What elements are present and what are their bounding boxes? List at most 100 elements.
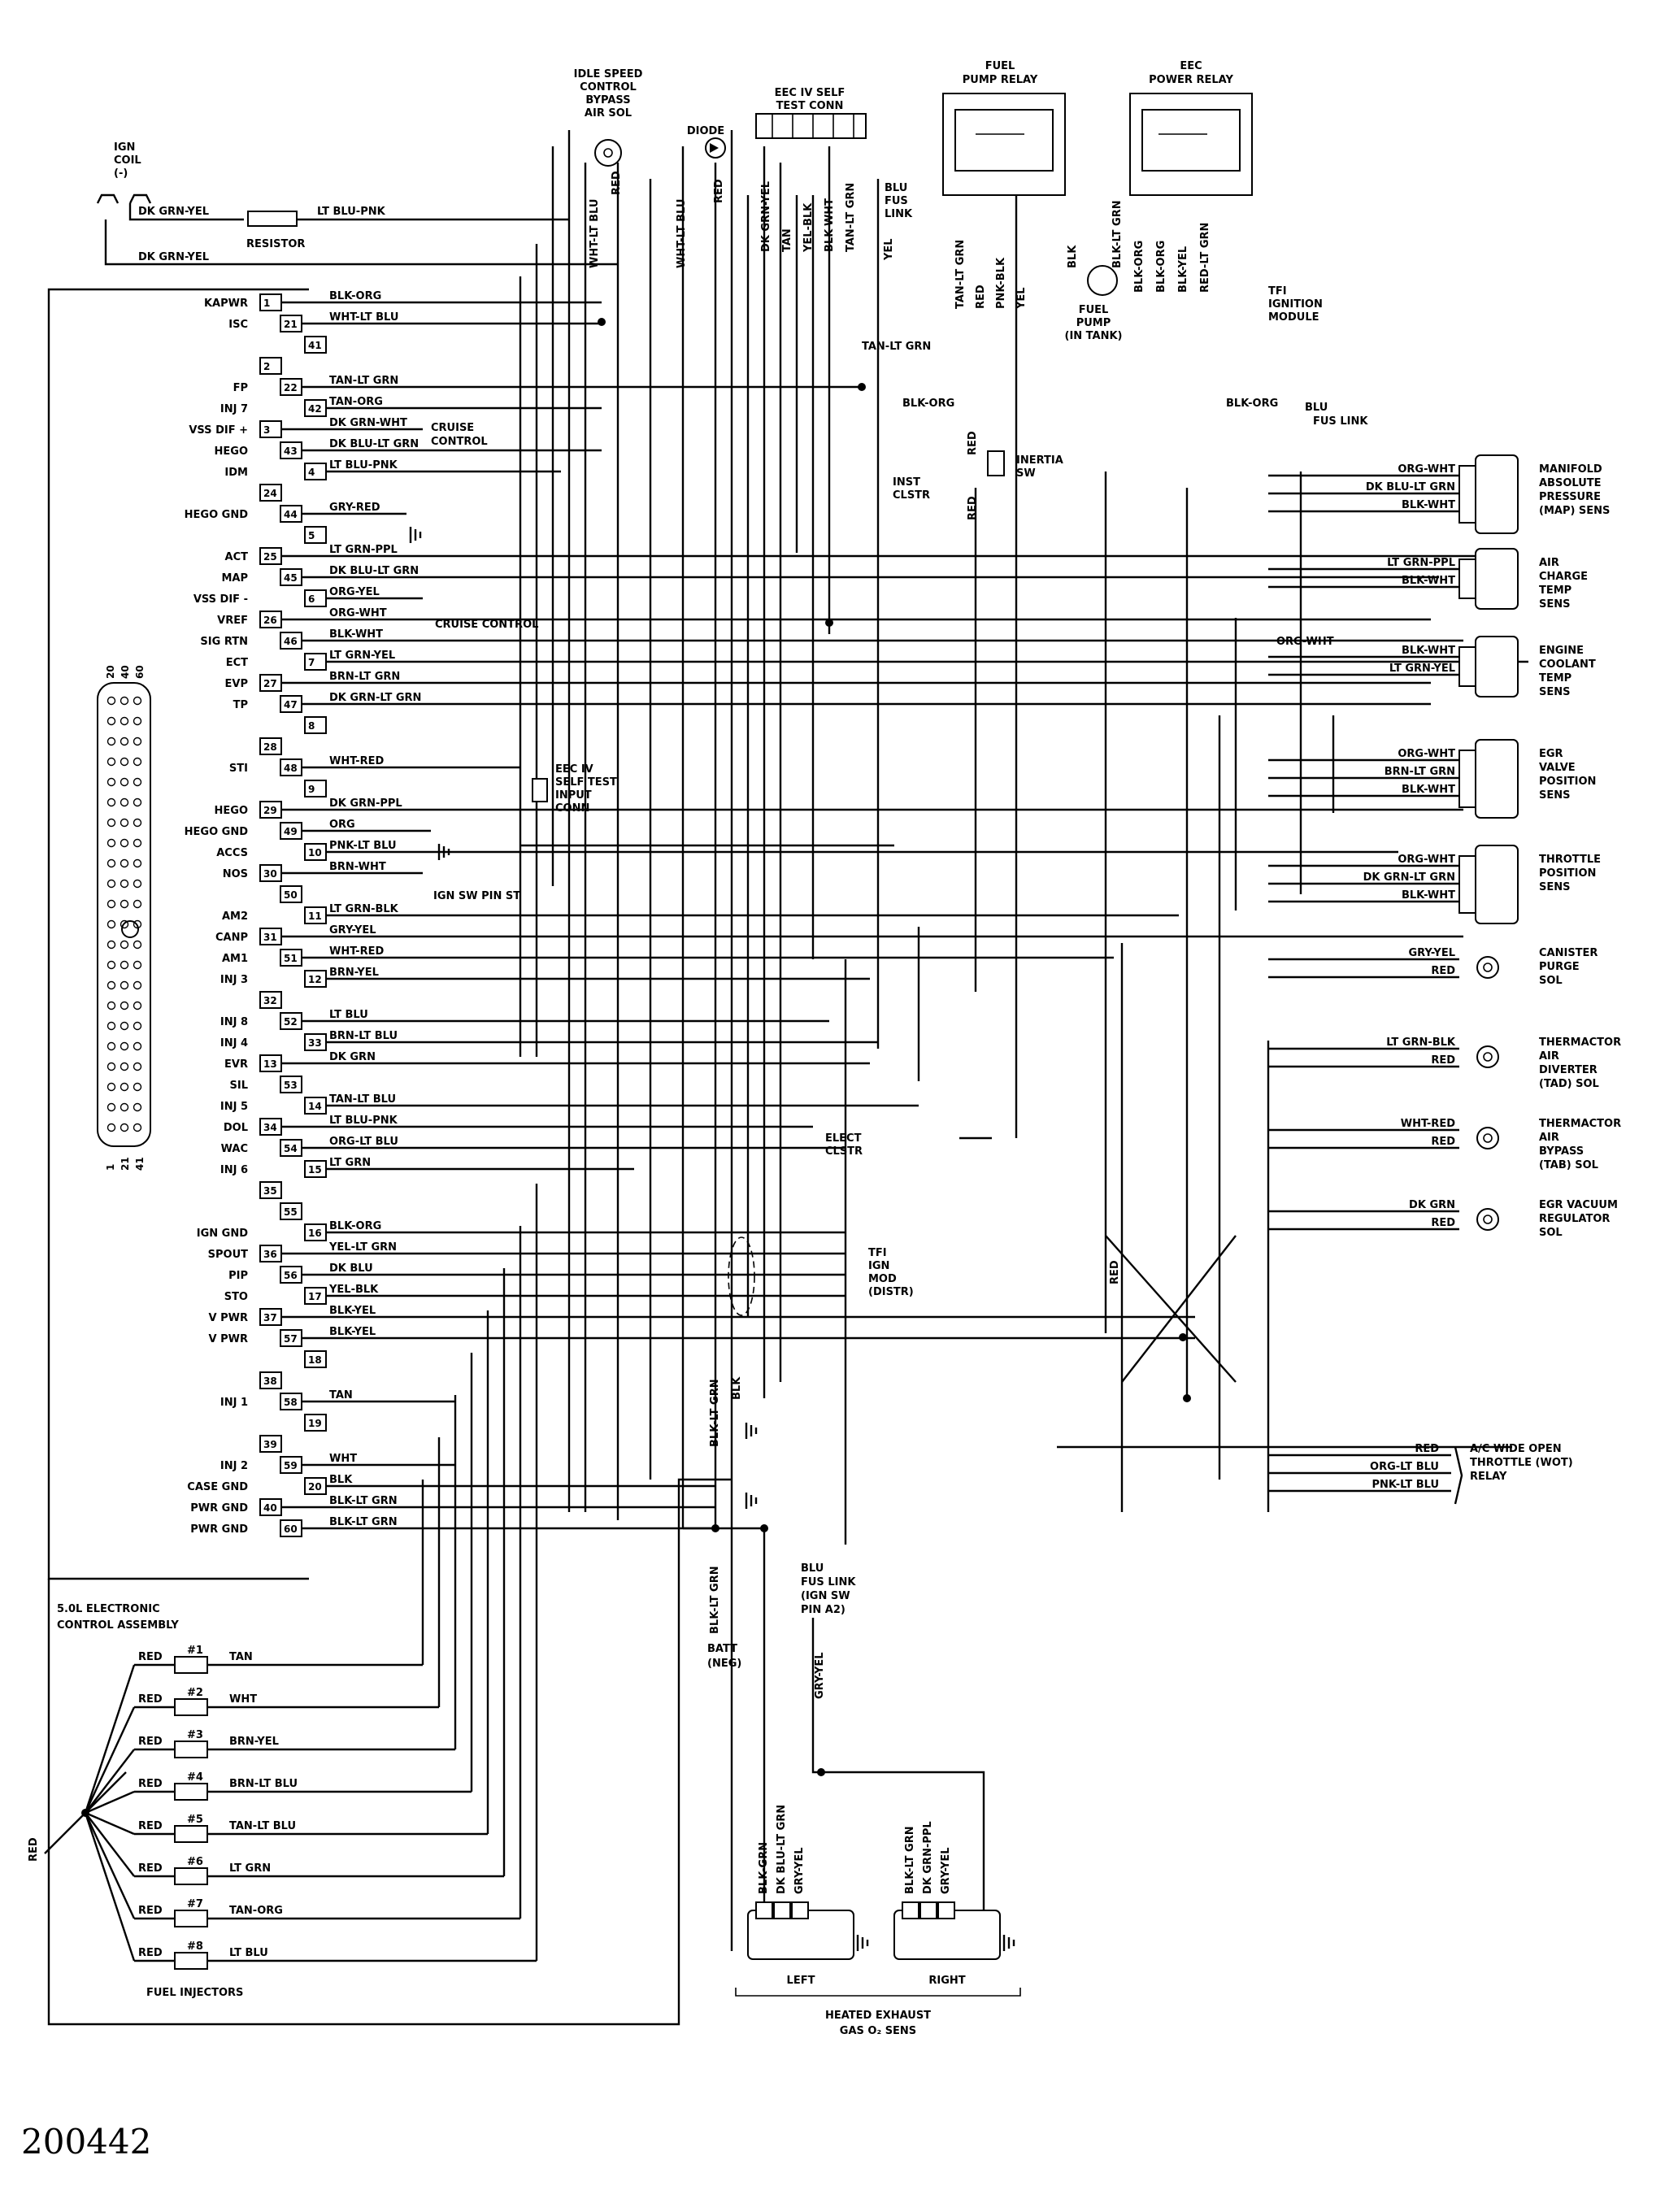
fuel-pump-label: (IN TANK)	[1065, 330, 1123, 342]
connector-pin-number: 1	[105, 1164, 116, 1171]
fuel-pump-relay-coil	[954, 109, 1054, 172]
ego-sensor-title: HEATED EXHAUST	[825, 2010, 931, 2022]
connector-pin-hole	[107, 980, 116, 990]
sensor-wire-label: RED	[1431, 1136, 1455, 1148]
connector-pin-hole	[120, 737, 129, 746]
solenoid-symbol	[1476, 1127, 1499, 1149]
connector-pin-hole	[120, 1102, 129, 1112]
connector-pin-hole	[107, 716, 116, 726]
injector-number: #8	[187, 1940, 203, 1953]
injector-in-label: RED	[138, 1778, 163, 1790]
connector-pin-hole	[107, 777, 116, 787]
splice-dot	[598, 318, 606, 326]
connector-pin-hole	[120, 818, 129, 828]
ecu-pin-wire-label: DK GRN-PPL	[329, 797, 402, 810]
ecu-pin-number: 58	[284, 1397, 298, 1408]
connector-pin-hole	[120, 1062, 129, 1071]
ecu-pin-box	[280, 885, 302, 903]
ecu-pin-label: SIL	[230, 1080, 248, 1092]
ecu-pin-number: 53	[284, 1080, 298, 1091]
fuel-injector: RED#6LT GRN	[85, 1268, 506, 1885]
ecu-pin-number: 41	[308, 340, 322, 351]
ecu-pin-label: HEGO GND	[185, 826, 249, 838]
sensor-name: COOLANT	[1539, 658, 1596, 671]
sensor-name: AIR	[1539, 1050, 1559, 1063]
fuel-pump-relay-title: FUEL	[985, 60, 1015, 72]
ground-symbol	[745, 1423, 758, 1439]
ecu-pin-number: 15	[308, 1164, 322, 1176]
sensor-wire-label: BLK-WHT	[1402, 889, 1455, 902]
solenoid-symbol	[1476, 1045, 1499, 1068]
ecu-pin-label: INJ 8	[220, 1016, 248, 1028]
ecu-pin-number: 30	[263, 868, 277, 880]
sensor-name: TEMP	[1539, 585, 1571, 597]
ecu-pin-wire-label: TAN-LT BLU	[329, 1093, 396, 1106]
ecu-pin-box	[259, 1435, 282, 1453]
ecu-connector-face	[97, 682, 151, 1147]
ecu-pin-number: 60	[284, 1523, 298, 1535]
connector-pin-hole	[133, 757, 142, 767]
ecu-pin-label: V PWR	[209, 1312, 248, 1324]
ecu-pin-row: VSS DIF +3DK GRN-WHT	[189, 417, 423, 438]
sensor-wire-label: BRN-LT GRN	[1385, 766, 1455, 778]
ground-symbol	[409, 527, 422, 543]
ecu-pin-wire-label: TAN-ORG	[329, 396, 383, 408]
ego-sensor-wire-label: GRY-YEL	[940, 1847, 952, 1894]
ecu-pin-row: 24	[259, 484, 282, 502]
ecu-pin-label: INJ 2	[220, 1460, 248, 1472]
ecu-pin-number: 45	[284, 572, 298, 584]
ecu-pin-wire-label: ORG-LT BLU	[329, 1136, 398, 1148]
diode-label: DIODE	[687, 125, 724, 137]
connector-pin-hole	[107, 940, 116, 950]
ecu-pin-box	[259, 991, 282, 1009]
connector-pin-number: 60	[134, 665, 146, 679]
sensor-wire-label: WHT-RED	[1401, 1118, 1455, 1130]
ecu-pin-number: 27	[263, 678, 277, 689]
injector-in-label: RED	[138, 1905, 163, 1917]
ecu-pin-box	[259, 1371, 282, 1389]
sensor-name: DIVERTER	[1539, 1064, 1598, 1076]
ecu-pin-number: 20	[308, 1481, 322, 1493]
sensor-housing	[1475, 636, 1519, 697]
self-test-input-label: EEC IV	[555, 763, 593, 776]
blu-fus-link-label: FUS	[885, 195, 908, 207]
fuel-pump-relay-wire-label: PNK-BLK	[995, 257, 1007, 309]
ecu-pin-label: STI	[229, 763, 248, 775]
ecu-pin-number: 57	[284, 1333, 298, 1345]
ecu-pin-number: 37	[263, 1312, 277, 1323]
ecu-pin-wire-label: BLK-ORG	[329, 1220, 381, 1232]
injector-body	[174, 1825, 208, 1843]
connector-pin-hole	[107, 818, 116, 828]
ecu-pin-number: 55	[284, 1206, 298, 1218]
connector-pin-number: 20	[105, 665, 116, 679]
ecu-pin-wire-label: LT GRN	[329, 1157, 371, 1169]
connector-pin-hole	[107, 1102, 116, 1112]
ecu-pin-number: 17	[308, 1291, 322, 1302]
sensor-name: ENGINE	[1539, 645, 1584, 657]
ecu-pin-row: 28	[259, 737, 282, 755]
sensor-connector	[1458, 750, 1476, 808]
injector-body	[174, 1952, 208, 1970]
ecu-pin-number: 44	[284, 509, 298, 520]
injector-feed-wire	[85, 1749, 135, 1814]
ecu-pin-box	[259, 1181, 282, 1199]
ecu-pin-row: 19	[304, 1414, 327, 1432]
sensor-wire-label: ORG-WHT	[1398, 748, 1455, 760]
ecu-pin-wire-label: GRY-RED	[329, 502, 380, 514]
ecu-pin-wire-label: BRN-WHT	[329, 861, 386, 873]
sensor-name: MANIFOLD	[1539, 463, 1602, 476]
ecu-pin-label: TP	[233, 699, 248, 711]
ecu-pin-wire-label: DK GRN	[329, 1051, 376, 1063]
